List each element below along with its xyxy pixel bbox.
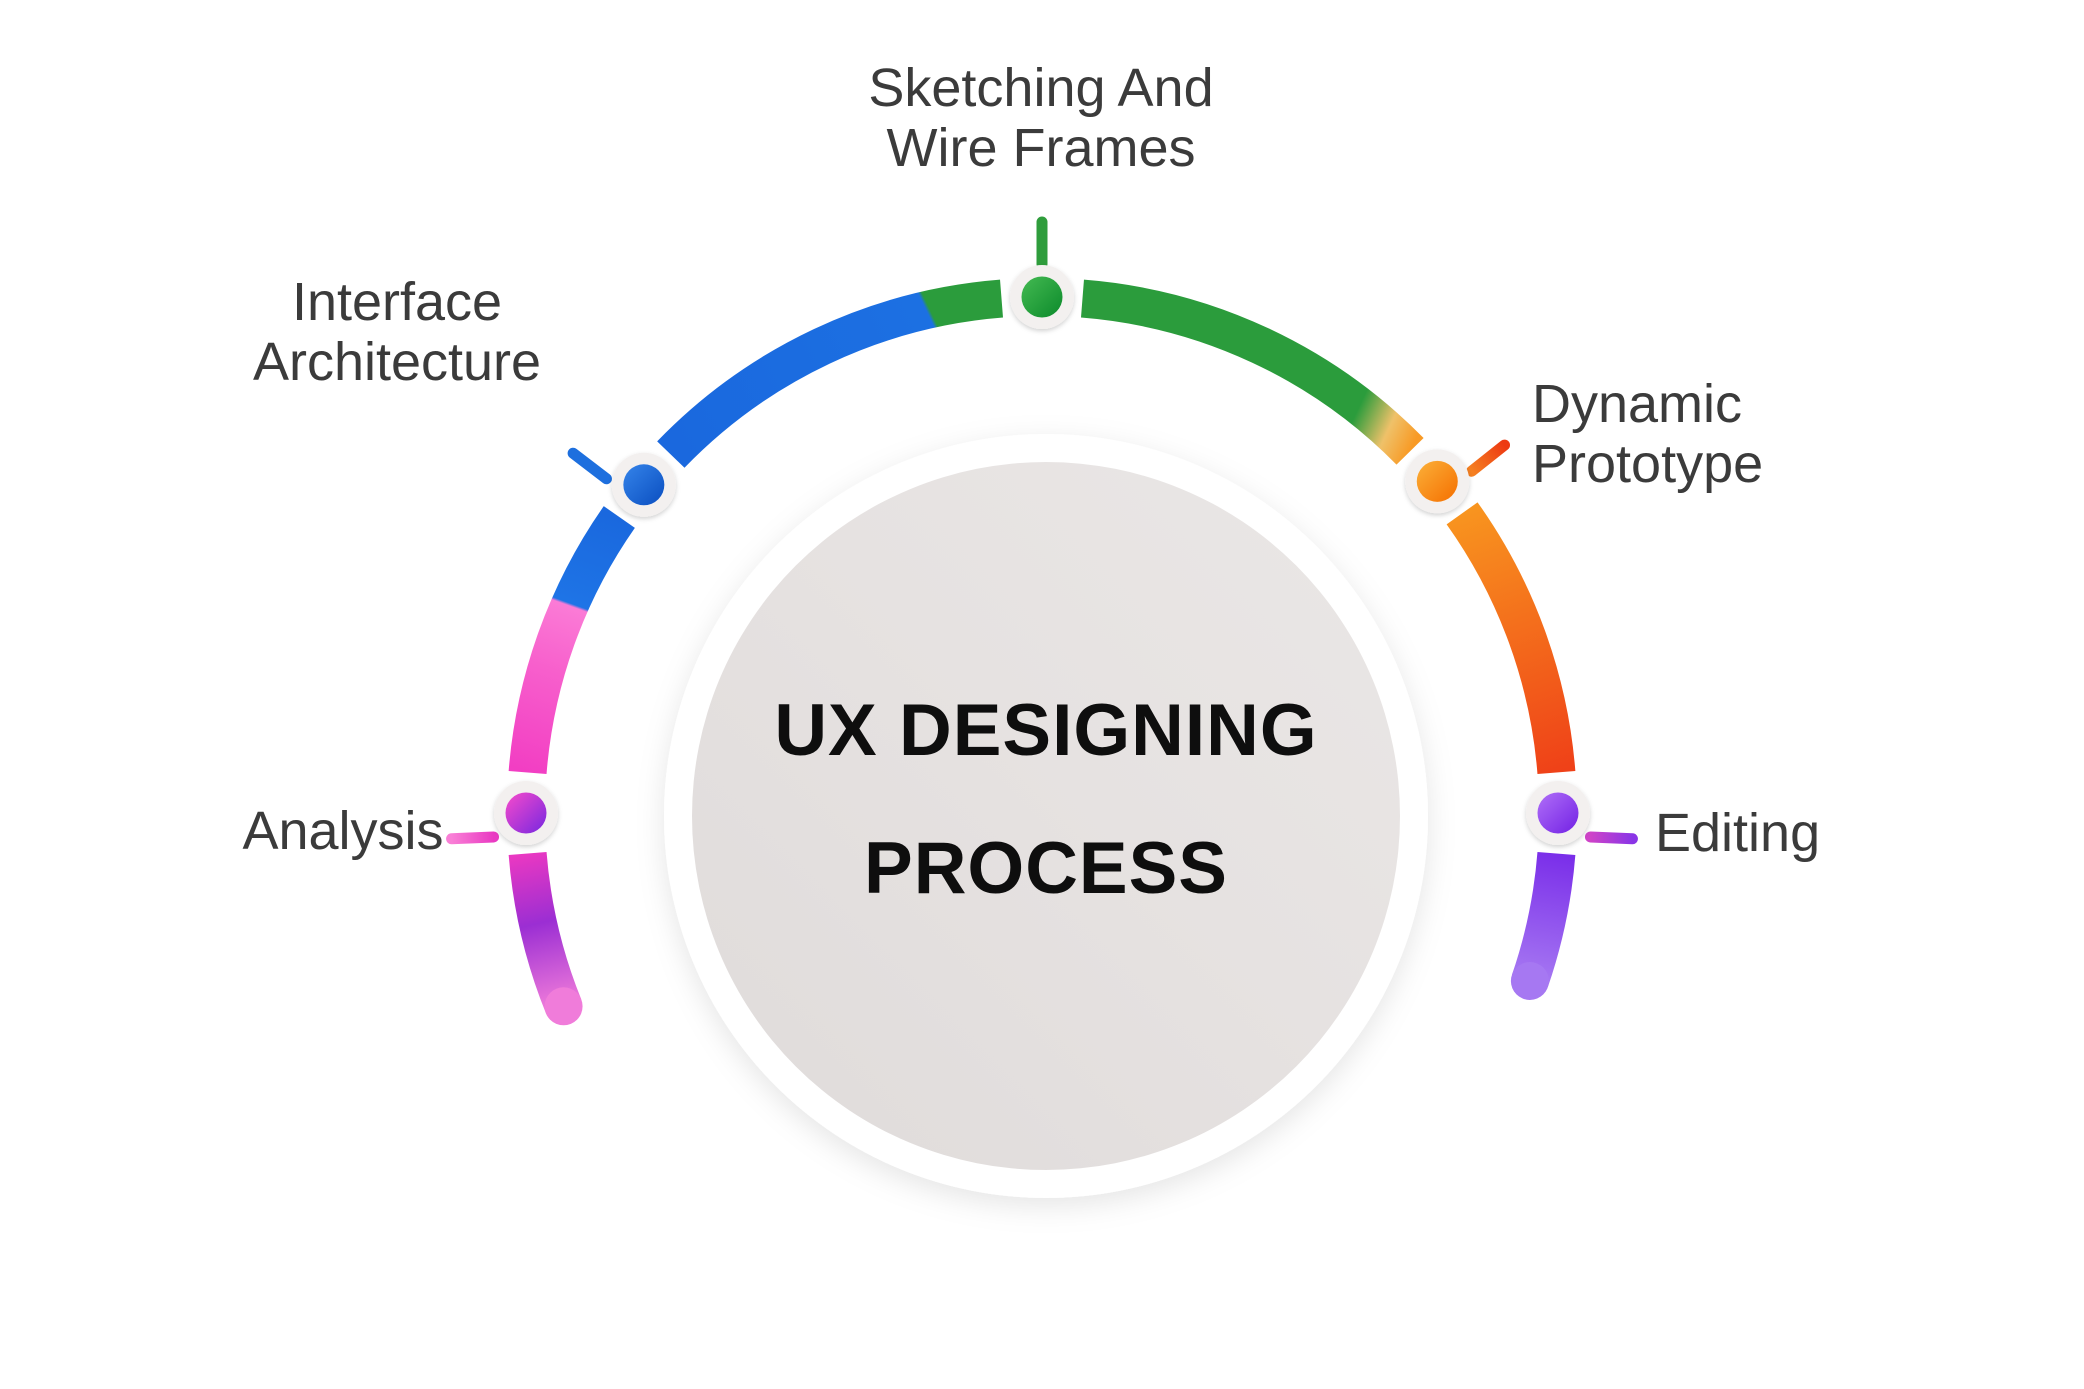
- label-analysis: Analysis: [242, 801, 443, 861]
- node-dot-dynamic-prototype: [1416, 460, 1458, 502]
- tick-editing: [1584, 831, 1638, 845]
- arc-top-to-dynamic: [1080, 279, 1424, 465]
- node-layer: [494, 265, 1590, 845]
- arc-editing-to-right-tail: [1511, 851, 1576, 988]
- arc-interface-to-top: [657, 279, 1004, 468]
- label-line: Prototype: [1532, 434, 1764, 494]
- label-interface-architecture: Interface Architecture: [253, 272, 541, 392]
- tick-layer: [446, 216, 1638, 845]
- arc-layer: [508, 279, 1576, 1026]
- label-editing: Editing: [1655, 803, 1820, 863]
- label-line: Editing: [1655, 803, 1821, 863]
- center-title: UX DESIGNING PROCESS: [774, 662, 1317, 938]
- tick-dynamic-prototype: [1466, 439, 1511, 477]
- center-title-line: UX DESIGNING: [774, 690, 1318, 771]
- center-title-line: PROCESS: [864, 828, 1228, 909]
- label-line: Wire Frames: [886, 118, 1196, 178]
- label-line: Interface: [291, 272, 503, 332]
- node-dot-analysis: [505, 792, 547, 834]
- arc-analysis-to-left-tail: [508, 851, 582, 1014]
- center-circle-layer: [664, 434, 1428, 1198]
- arc-analysis-to-left-tail-cap: [544, 987, 583, 1026]
- label-line: Dynamic: [1532, 374, 1743, 434]
- label-line: Architecture: [252, 332, 542, 392]
- arc-dynamic-to-editing: [1446, 502, 1576, 775]
- arc-editing-to-right-tail-cap: [1510, 961, 1549, 1000]
- tick-analysis: [446, 831, 500, 845]
- label-sketching-wireframes: Sketching And Wire Frames: [868, 58, 1213, 178]
- node-dot-editing: [1537, 792, 1579, 834]
- center-gray-circle: [692, 462, 1400, 1170]
- node-dot-interface-architecture: [623, 464, 665, 506]
- label-dynamic-prototype: Dynamic Prototype: [1532, 374, 1763, 494]
- arc-analysis-to-interface: [508, 506, 635, 775]
- label-line: Sketching And: [868, 58, 1214, 118]
- label-line: Analysis: [242, 801, 444, 861]
- tick-interface-architecture: [567, 447, 612, 485]
- node-dot-sketching-wireframes: [1021, 276, 1063, 318]
